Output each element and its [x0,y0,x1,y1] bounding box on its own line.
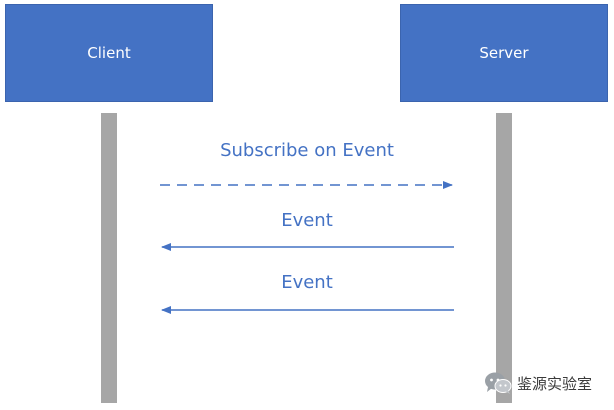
server-lifeline [496,113,512,403]
event-label-1: Event [281,210,333,231]
watermark: 鉴源实验室 [484,370,608,396]
client-lifeline [101,113,117,403]
server-box: Server [400,4,608,102]
subscribe-label: Subscribe on Event [220,140,394,161]
client-box: Client [5,4,213,102]
watermark-text: 鉴源实验室 [517,374,593,393]
server-label: Server [479,44,529,62]
client-label: Client [87,44,131,62]
wechat-icon [485,372,512,394]
event-label-2: Event [281,272,333,293]
